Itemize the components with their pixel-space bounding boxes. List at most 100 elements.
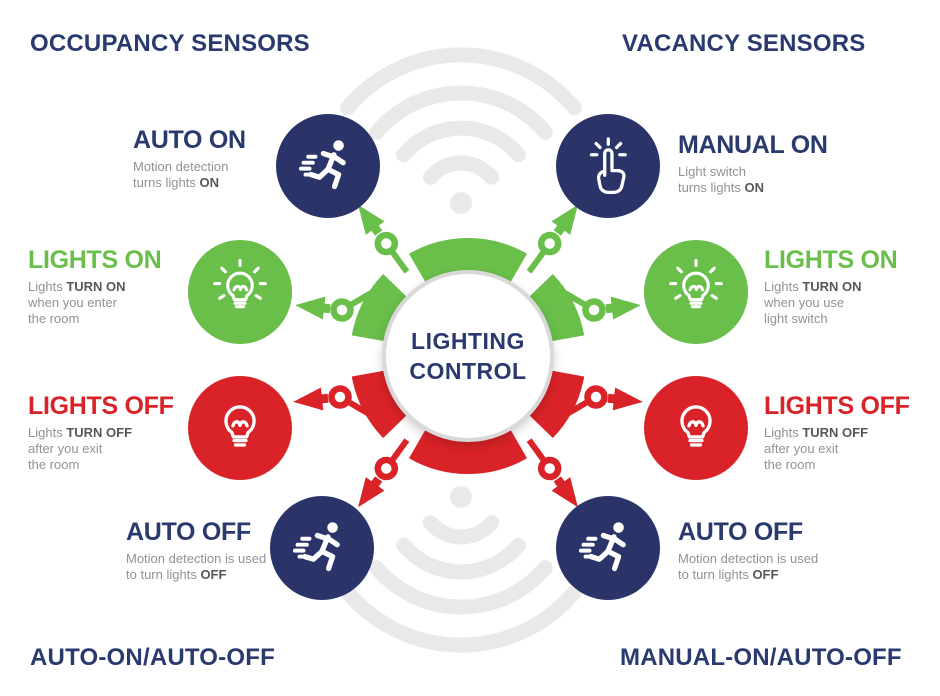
desc-text: light switch [764, 311, 828, 326]
desc-line: the room [28, 457, 174, 473]
desc-line: the room [28, 311, 161, 327]
desc-line: the room [764, 457, 910, 473]
ring-green-half [351, 238, 585, 342]
auto-off-badge-right [556, 496, 660, 600]
item-occupancy-auto-on: AUTO ON Motion detection turns lights ON [133, 126, 246, 191]
desc-text: turns lights [133, 175, 200, 190]
lights-on-badge-right [644, 240, 748, 344]
desc-emphasis: TURN OFF [66, 425, 133, 440]
desc-text: the room [28, 457, 80, 472]
desc-text: when you use [764, 295, 845, 310]
center-title: LIGHTING CONTROL [409, 326, 526, 386]
desc-line: when you use [764, 295, 897, 311]
hand-tap-icon [589, 137, 627, 195]
desc-line: to turn lights OFF [678, 567, 818, 583]
desc-line: Lights TURN OFF [28, 425, 174, 441]
item-title: LIGHTS OFF [28, 392, 174, 420]
item-title: AUTO OFF [126, 518, 251, 546]
arrow-to-auto-off-left [349, 433, 416, 514]
center-title-line2: CONTROL [409, 358, 527, 384]
desc-emphasis: OFF [200, 567, 227, 582]
desc-line: after you exit [28, 441, 174, 457]
desc-line: turns lights ON [133, 175, 246, 191]
desc-emphasis: TURN OFF [802, 425, 869, 440]
desc-line: Lights TURN ON [28, 279, 161, 295]
item-description: Lights TURN ON when you use light switch [764, 279, 897, 327]
item-title: LIGHTS OFF [764, 392, 910, 420]
item-description: Motion detection turns lights ON [133, 159, 246, 191]
desc-text: the room [28, 311, 80, 326]
center-hub: LIGHTING CONTROL [382, 270, 554, 442]
arrow-to-auto-off-right [520, 433, 587, 514]
item-vacancy-lights-off: LIGHTS OFF Lights TURN OFF after you exi… [764, 392, 910, 473]
desc-text: Lights [764, 425, 803, 440]
desc-text: turns lights [678, 180, 745, 195]
item-description: Lights TURN OFF after you exit the room [28, 425, 174, 473]
manual-on-badge [556, 114, 660, 218]
desc-line: turns lights ON [678, 180, 828, 196]
desc-text: after you exit [28, 441, 103, 456]
lightbulb-rays-icon [213, 258, 267, 309]
item-title: AUTO ON [133, 126, 246, 154]
item-description: Motion detection is used to turn lights … [678, 551, 818, 583]
lights-off-badge-right [644, 376, 748, 480]
item-vacancy-lights-on: LIGHTS ON Lights TURN ON when you use li… [764, 246, 898, 327]
lightbulb-icon [680, 405, 712, 447]
desc-line: Motion detection [133, 159, 246, 175]
desc-text: Lights [764, 279, 803, 294]
desc-text: Motion detection [133, 159, 229, 174]
desc-emphasis: TURN ON [802, 279, 862, 294]
desc-emphasis: ON [199, 175, 219, 190]
desc-text: Motion detection is used [126, 551, 267, 566]
desc-line: Light switch [678, 164, 828, 180]
item-title: LIGHTS ON [28, 246, 162, 274]
auto-off-badge-left [270, 496, 374, 600]
desc-emphasis: ON [744, 180, 764, 195]
item-occupancy-auto-off: AUTO OFF Motion detection is used to tur… [126, 518, 266, 583]
item-occupancy-lights-on: LIGHTS ON Lights TURN ON when you enter … [28, 246, 162, 327]
heading-vacancy-sensors: VACANCY SENSORS [622, 30, 866, 57]
arrow-to-auto-on [349, 198, 416, 279]
desc-text: Lights [28, 279, 67, 294]
desc-text: to turn lights [126, 567, 201, 582]
ring-red-half [351, 369, 585, 474]
desc-line: Lights TURN OFF [764, 425, 910, 441]
lights-on-badge-left [188, 240, 292, 344]
runner-icon [298, 140, 346, 190]
desc-line: after you exit [764, 441, 910, 457]
desc-text: Motion detection is used [678, 551, 819, 566]
item-description: Lights TURN ON when you enter the room [28, 279, 161, 327]
item-vacancy-manual-on: MANUAL ON Light switch turns lights ON [678, 131, 828, 196]
runner-icon [292, 522, 340, 572]
desc-line: when you enter [28, 295, 161, 311]
desc-text: when you enter [28, 295, 117, 310]
item-title: MANUAL ON [678, 131, 828, 159]
desc-line: Lights TURN ON [764, 279, 897, 295]
item-vacancy-auto-off: AUTO OFF Motion detection is used to tur… [678, 518, 818, 583]
auto-on-badge [276, 114, 380, 218]
desc-emphasis: TURN ON [66, 279, 126, 294]
lightbulb-rays-icon [669, 258, 723, 309]
desc-text: Lights [28, 425, 67, 440]
lights-off-badge-left [188, 376, 292, 480]
desc-emphasis: OFF [752, 567, 779, 582]
desc-text: the room [764, 457, 816, 472]
desc-line: Motion detection is used [126, 551, 266, 567]
runner-icon [578, 522, 626, 572]
item-description: Lights TURN OFF after you exit the room [764, 425, 910, 473]
lightbulb-icon [224, 405, 256, 447]
desc-line: light switch [764, 311, 897, 327]
desc-line: to turn lights OFF [126, 567, 266, 583]
item-description: Light switch turns lights ON [678, 164, 828, 196]
wifi-signal-icon-top [340, 47, 582, 214]
item-title: AUTO OFF [678, 518, 803, 546]
desc-text: after you exit [764, 441, 839, 456]
heading-occupancy-sensors: OCCUPANCY SENSORS [30, 30, 310, 57]
desc-text: to turn lights [678, 567, 753, 582]
heading-manual-on-auto-off: MANUAL-ON/AUTO-OFF [620, 644, 902, 671]
desc-text: Light switch [678, 164, 746, 179]
item-title: LIGHTS ON [764, 246, 898, 274]
center-title-line1: LIGHTING [411, 328, 525, 354]
